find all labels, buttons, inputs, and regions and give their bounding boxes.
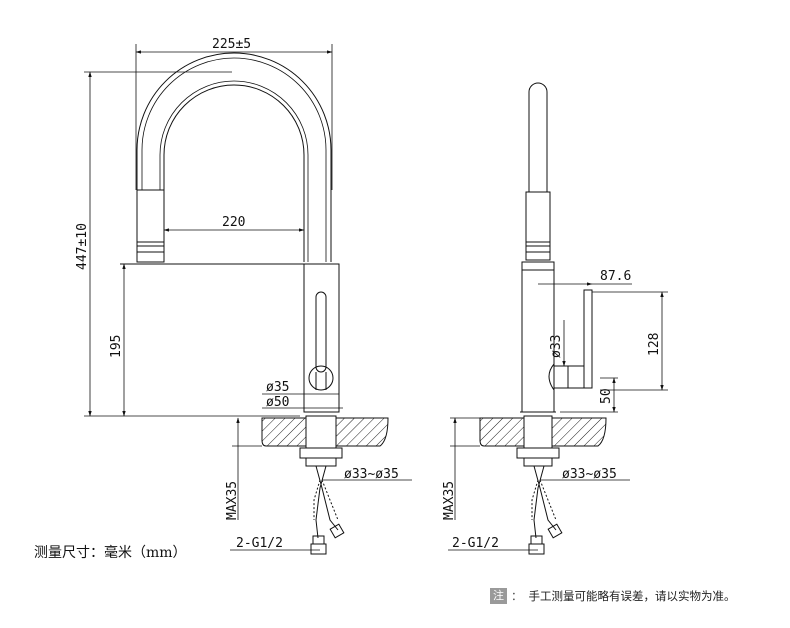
dimension-195: 195	[109, 263, 126, 417]
dimension-hole-side: ø33~ø35	[540, 467, 630, 482]
dim-max35-label: MAX35	[225, 481, 240, 520]
dimension-128: 128	[592, 291, 668, 391]
dim-max35-side-label: MAX35	[442, 481, 457, 520]
front-view: 225±5 220	[75, 37, 412, 555]
dim-thread-label: 2-G1/2	[236, 536, 283, 551]
dimension-thread-front: 2-G1/2	[230, 536, 320, 551]
dimension-87-6: 87.6	[538, 269, 632, 286]
hoses-front	[310, 465, 345, 555]
dimension-max35-front: MAX35	[225, 417, 262, 520]
hoses-side	[528, 465, 563, 555]
spout-side	[525, 82, 551, 261]
units-caption: 测量尺寸：毫米（mm）	[34, 544, 187, 561]
dimension-225: 225±5	[135, 37, 333, 190]
side-view: 87.6 128 ø33 50	[442, 82, 668, 555]
dim-dia35-label: ø35	[266, 380, 289, 395]
dim-195-label: 195	[109, 335, 124, 358]
countertop-section-front	[261, 415, 389, 467]
dim-220-label: 220	[222, 215, 245, 230]
dim-128-label: 128	[647, 333, 662, 356]
dimension-thread-side: 2-G1/2	[448, 536, 538, 551]
dim-hole-side-label: ø33~ø35	[562, 467, 617, 482]
dimension-50: 50	[560, 377, 618, 413]
note-tag: 注	[490, 588, 507, 604]
dimension-220: 220	[163, 215, 305, 232]
dimension-hole-front: ø33~ø35	[322, 467, 412, 482]
dim-hole-label: ø33~ø35	[344, 467, 399, 482]
countertop-section-side	[450, 415, 607, 467]
dim-225-label: 225±5	[212, 37, 251, 52]
dimension-dia: ø35 ø50	[262, 380, 343, 410]
dim-thread-side-label: 2-G1/2	[452, 536, 499, 551]
faucet-body-front	[303, 263, 340, 413]
dimension-447: 447±10	[75, 71, 232, 417]
dim-50-label: 50	[599, 388, 614, 404]
faucet-body-side	[520, 261, 593, 413]
arc-spout	[136, 52, 332, 263]
disclaimer-note: 注 ： 手工测量可能略有误差，请以实物为准。	[490, 586, 736, 606]
dim-87-6-label: 87.6	[600, 269, 631, 284]
dimension-max35-side: MAX35	[442, 417, 480, 520]
note-text: 手工测量可能略有误差，请以实物为准。	[528, 589, 736, 603]
dim-dia33-label: ø33	[549, 335, 564, 358]
note-colon: ：	[511, 589, 523, 603]
dim-447-label: 447±10	[75, 223, 90, 270]
dimension-dia33: ø33	[549, 320, 566, 367]
dim-dia50-label: ø50	[266, 395, 289, 410]
